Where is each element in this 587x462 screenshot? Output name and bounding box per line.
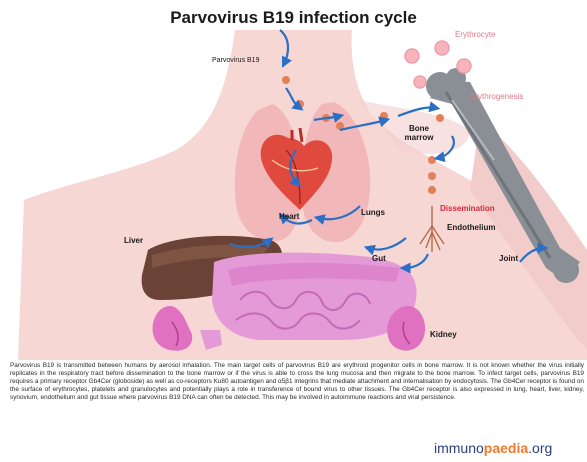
label-joint: Joint [499,254,518,263]
label-heart: Heart [279,212,299,221]
brand-highlight: paedia [484,440,528,456]
brand-suffix: .org [528,440,552,456]
label-lungs: Lungs [361,208,385,217]
label-bone-marrow: Bone marrow [402,124,436,142]
label-dissemination: Dissemination [440,204,495,213]
diagram-title: Parvovirus B19 infection cycle [0,8,587,28]
label-endothelium: Endothelium [447,223,495,232]
label-kidney: Kidney [430,330,457,339]
label-parvovirus: Parvovirus B19 [212,56,256,65]
brand-prefix: immuno [434,440,484,456]
label-gut: Gut [372,254,386,263]
label-erythrogenesis: Erythrogenesis [470,92,523,101]
label-liver: Liver [124,236,143,245]
label-erythrocyte: Erythrocyte [455,30,495,39]
brand-logo[interactable]: immunopaedia.org [432,440,554,456]
